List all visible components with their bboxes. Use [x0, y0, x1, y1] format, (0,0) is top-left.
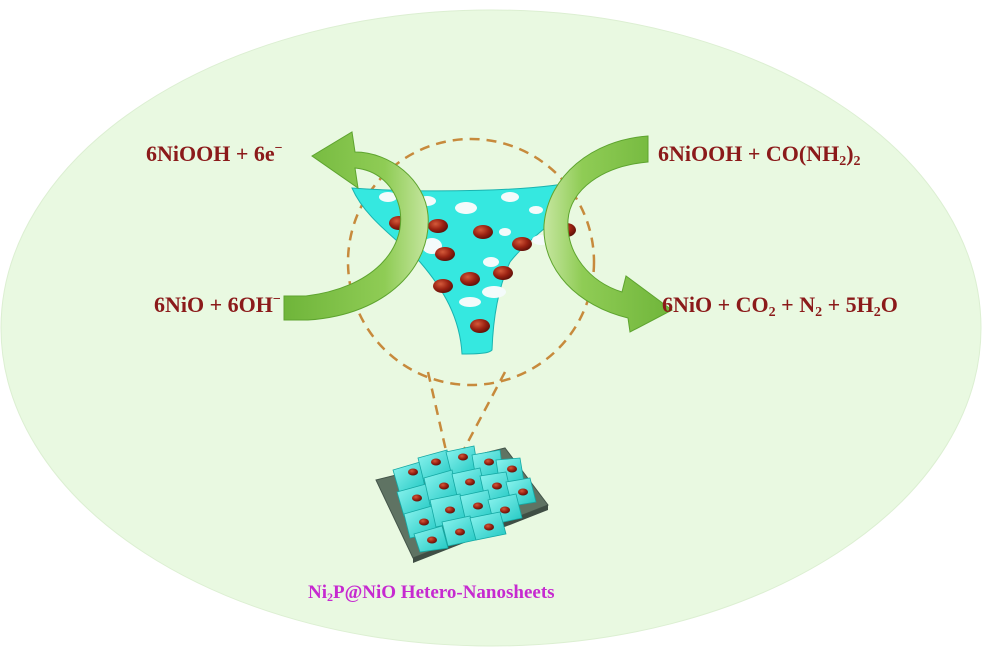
equation-top-left: 6NiOOH + 6e− [146, 141, 283, 166]
caption-b: P@NiO Hetero-Nanosheets [333, 582, 555, 603]
eq-bottom-left-main: 6NiO + 6OH [154, 292, 273, 317]
eq-top-left-main: 6NiOOH + 6e [146, 141, 275, 166]
nanosheet-array [375, 445, 549, 563]
caption-sub: 2 [327, 590, 333, 604]
eq-top-right-b: ) [846, 141, 854, 166]
eq-bottom-right-a: 6NiO + CO [662, 292, 769, 317]
eq-bottom-right-b: + N [775, 292, 816, 317]
magnification-circle [346, 137, 596, 387]
caption: Ni2P@NiO Hetero-Nanosheets [308, 582, 638, 604]
connector-line-left [426, 371, 449, 456]
equation-bottom-right: 6NiO + CO2 + N2 + 5H2O [662, 292, 898, 320]
eq-bottom-left-sup: − [272, 292, 281, 307]
eq-bottom-right-d: O [880, 292, 898, 317]
eq-bottom-right-sub2: 2 [815, 305, 823, 320]
eq-top-right-a: 6NiOOH + CO(NH [658, 141, 840, 166]
equation-top-right: 6NiOOH + CO(NH2)2 [658, 141, 861, 169]
eq-bottom-right-sub1: 2 [768, 305, 776, 320]
curved-arrow-left [283, 131, 429, 321]
eq-bottom-right-sub3: 2 [873, 305, 881, 320]
eq-top-right-sub1: 2 [839, 154, 847, 169]
curved-arrow-right [543, 135, 673, 333]
equation-bottom-left: 6NiO + 6OH− [154, 292, 281, 317]
eq-top-left-sup: − [274, 141, 283, 156]
caption-a: Ni [308, 582, 327, 603]
eq-bottom-right-c: + 5H [822, 292, 874, 317]
eq-top-right-sub2: 2 [853, 154, 861, 169]
